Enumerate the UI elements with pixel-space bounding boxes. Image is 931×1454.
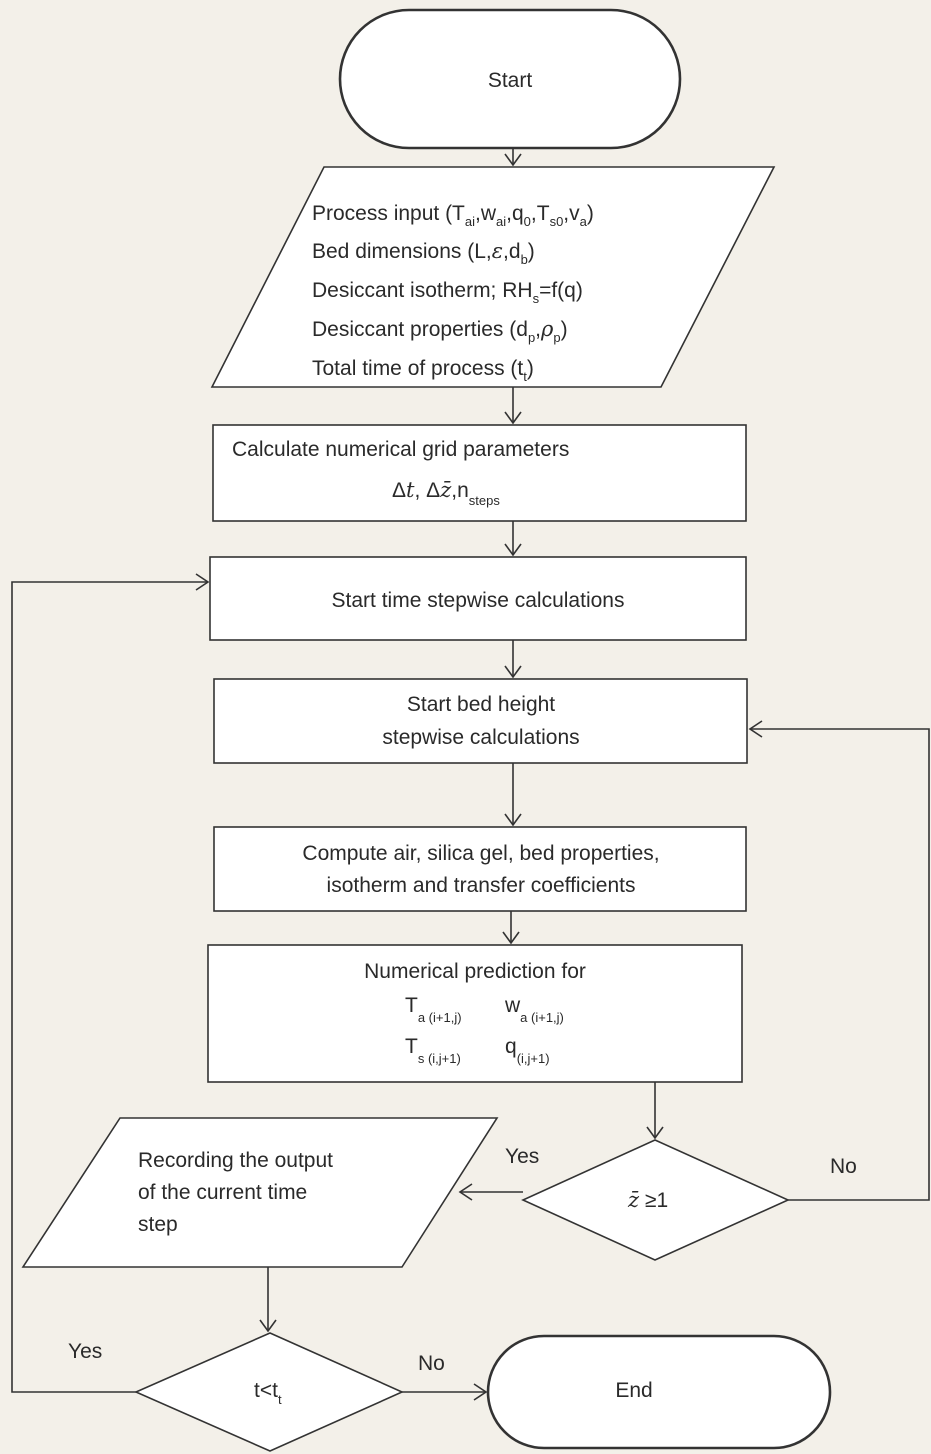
end-label: End: [615, 1379, 652, 1402]
prediction-temp-solid: Ts (i,j+1): [405, 1035, 461, 1066]
arrowhead: [748, 720, 763, 738]
arrowhead: [502, 931, 520, 945]
edge-label-t-no: No: [418, 1352, 445, 1375]
start-terminal: [338, 8, 682, 150]
arrowhead: [504, 543, 522, 557]
prediction-title: Numerical prediction for: [364, 960, 586, 983]
record-output-box: [21, 1117, 499, 1268]
arrowhead: [646, 1126, 664, 1140]
record-line3: step: [138, 1213, 178, 1236]
record-line2: of the current time: [138, 1181, 307, 1204]
edge-label-z-yes: Yes: [505, 1145, 539, 1168]
decision-time: [134, 1332, 404, 1452]
arrowhead: [195, 573, 210, 591]
arrowhead: [504, 665, 522, 679]
prediction-moisture: q(i,j+1): [505, 1035, 550, 1066]
arrowhead: [504, 153, 522, 167]
record-line1: Recording the output: [138, 1149, 333, 1172]
prediction-box: [207, 944, 743, 1083]
compute-line2: isotherm and transfer coefficients: [327, 874, 636, 897]
connector-time-yes-loop: [11, 581, 208, 1393]
arrowhead: [504, 813, 522, 827]
arrowhead: [458, 1183, 473, 1201]
grid-parameters-box: [212, 424, 747, 522]
arrowhead: [473, 1383, 488, 1401]
arrowhead: [504, 411, 522, 425]
bed-height-line2: stepwise calculations: [382, 726, 579, 749]
edge-label-z-no: No: [830, 1155, 857, 1178]
decision-bed-height-label: z̄ ≥1: [627, 1188, 668, 1212]
input-line-isotherm: Desiccant isotherm; RHs=f(q): [312, 279, 583, 306]
bed-height-box: [213, 678, 748, 764]
prediction-humidity-air: wa (i+1,j): [504, 994, 564, 1025]
time-stepwise-box: [209, 556, 747, 641]
input-line-bed-dimensions: Bed dimensions (L,ε,db): [312, 239, 535, 267]
compute-line1: Compute air, silica gel, bed properties,: [302, 842, 659, 865]
grid-title: Calculate numerical grid parameters: [232, 438, 569, 461]
decision-bed-height: [521, 1139, 790, 1261]
bed-height-line1: Start bed height: [407, 693, 555, 716]
arrowhead: [259, 1319, 277, 1333]
start-label: Start: [488, 69, 533, 92]
input-line-properties: Desiccant properties (dp,ρp): [312, 317, 568, 345]
grid-steps: Δt, Δz̄,nsteps: [392, 478, 500, 508]
time-stepwise-label: Start time stepwise calculations: [332, 589, 625, 612]
input-line-process: Process input (Tai,wai,q0,Ts0,va): [312, 202, 594, 229]
process-input-box: [210, 166, 776, 388]
prediction-temp-air: Ta (i+1,j): [405, 994, 462, 1025]
compute-box: [213, 826, 747, 912]
edge-label-t-yes: Yes: [68, 1340, 102, 1363]
end-terminal: [486, 1334, 832, 1450]
decision-time-label: t<tt: [254, 1379, 282, 1407]
input-line-total-time: Total time of process (tt): [312, 357, 534, 384]
connector-decision-no-loop: [750, 728, 930, 1201]
